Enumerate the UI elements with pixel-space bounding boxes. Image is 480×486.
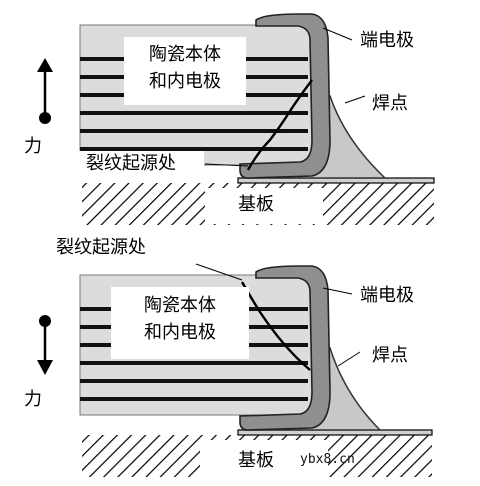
bottom-terminal-leader — [322, 287, 353, 295]
top-crack-leader — [204, 163, 249, 167]
top-crack-label-box: 裂纹起源处 — [78, 151, 204, 178]
bottom-crack-line — [240, 281, 311, 371]
top-substrate-label: 基板 — [238, 194, 274, 215]
top-terminal-electrode — [239, 13, 331, 179]
watermark: ybx8.cn — [300, 452, 355, 467]
bottom-solder-label: 焊点 — [372, 345, 408, 366]
top-substrate-label-box: 基板 — [205, 188, 323, 224]
bottom-body-label-line1: 陶瓷本体 — [144, 295, 216, 316]
top-crack-line — [246, 79, 313, 171]
top-terminal-label: 端电极 — [360, 30, 414, 51]
top-force-arrow — [37, 58, 53, 124]
top-body-label-box: 陶瓷本体 和内电极 — [124, 37, 246, 105]
top-solder-label: 焊点 — [372, 93, 408, 114]
top-force-label: 力 — [24, 136, 42, 157]
bottom-body-label-box: 陶瓷本体 和内电极 — [111, 287, 249, 359]
bottom-solder-leader — [337, 351, 361, 367]
top-terminal-leader — [322, 27, 353, 41]
top-crack-origin-label: 裂纹起源处 — [86, 153, 176, 174]
bottom-substrate-label: 基板 — [238, 450, 274, 471]
bottom-force-arrow — [37, 315, 53, 375]
bottom-crack-origin-label: 裂纹起源处 — [56, 237, 146, 258]
bottom-substrate-label-box: 基板 — [200, 440, 328, 480]
bottom-terminal-label: 端电极 — [360, 285, 414, 306]
bottom-force-label: 力 — [24, 389, 42, 410]
bottom-crack-leader — [195, 263, 243, 281]
top-solder-leader — [344, 95, 366, 104]
bottom-terminal-electrode — [239, 265, 331, 431]
top-body-label-line2: 和内电极 — [149, 71, 221, 92]
top-body-label-line1: 陶瓷本体 — [149, 44, 221, 65]
bottom-body-label-line2: 和内电极 — [144, 322, 216, 343]
